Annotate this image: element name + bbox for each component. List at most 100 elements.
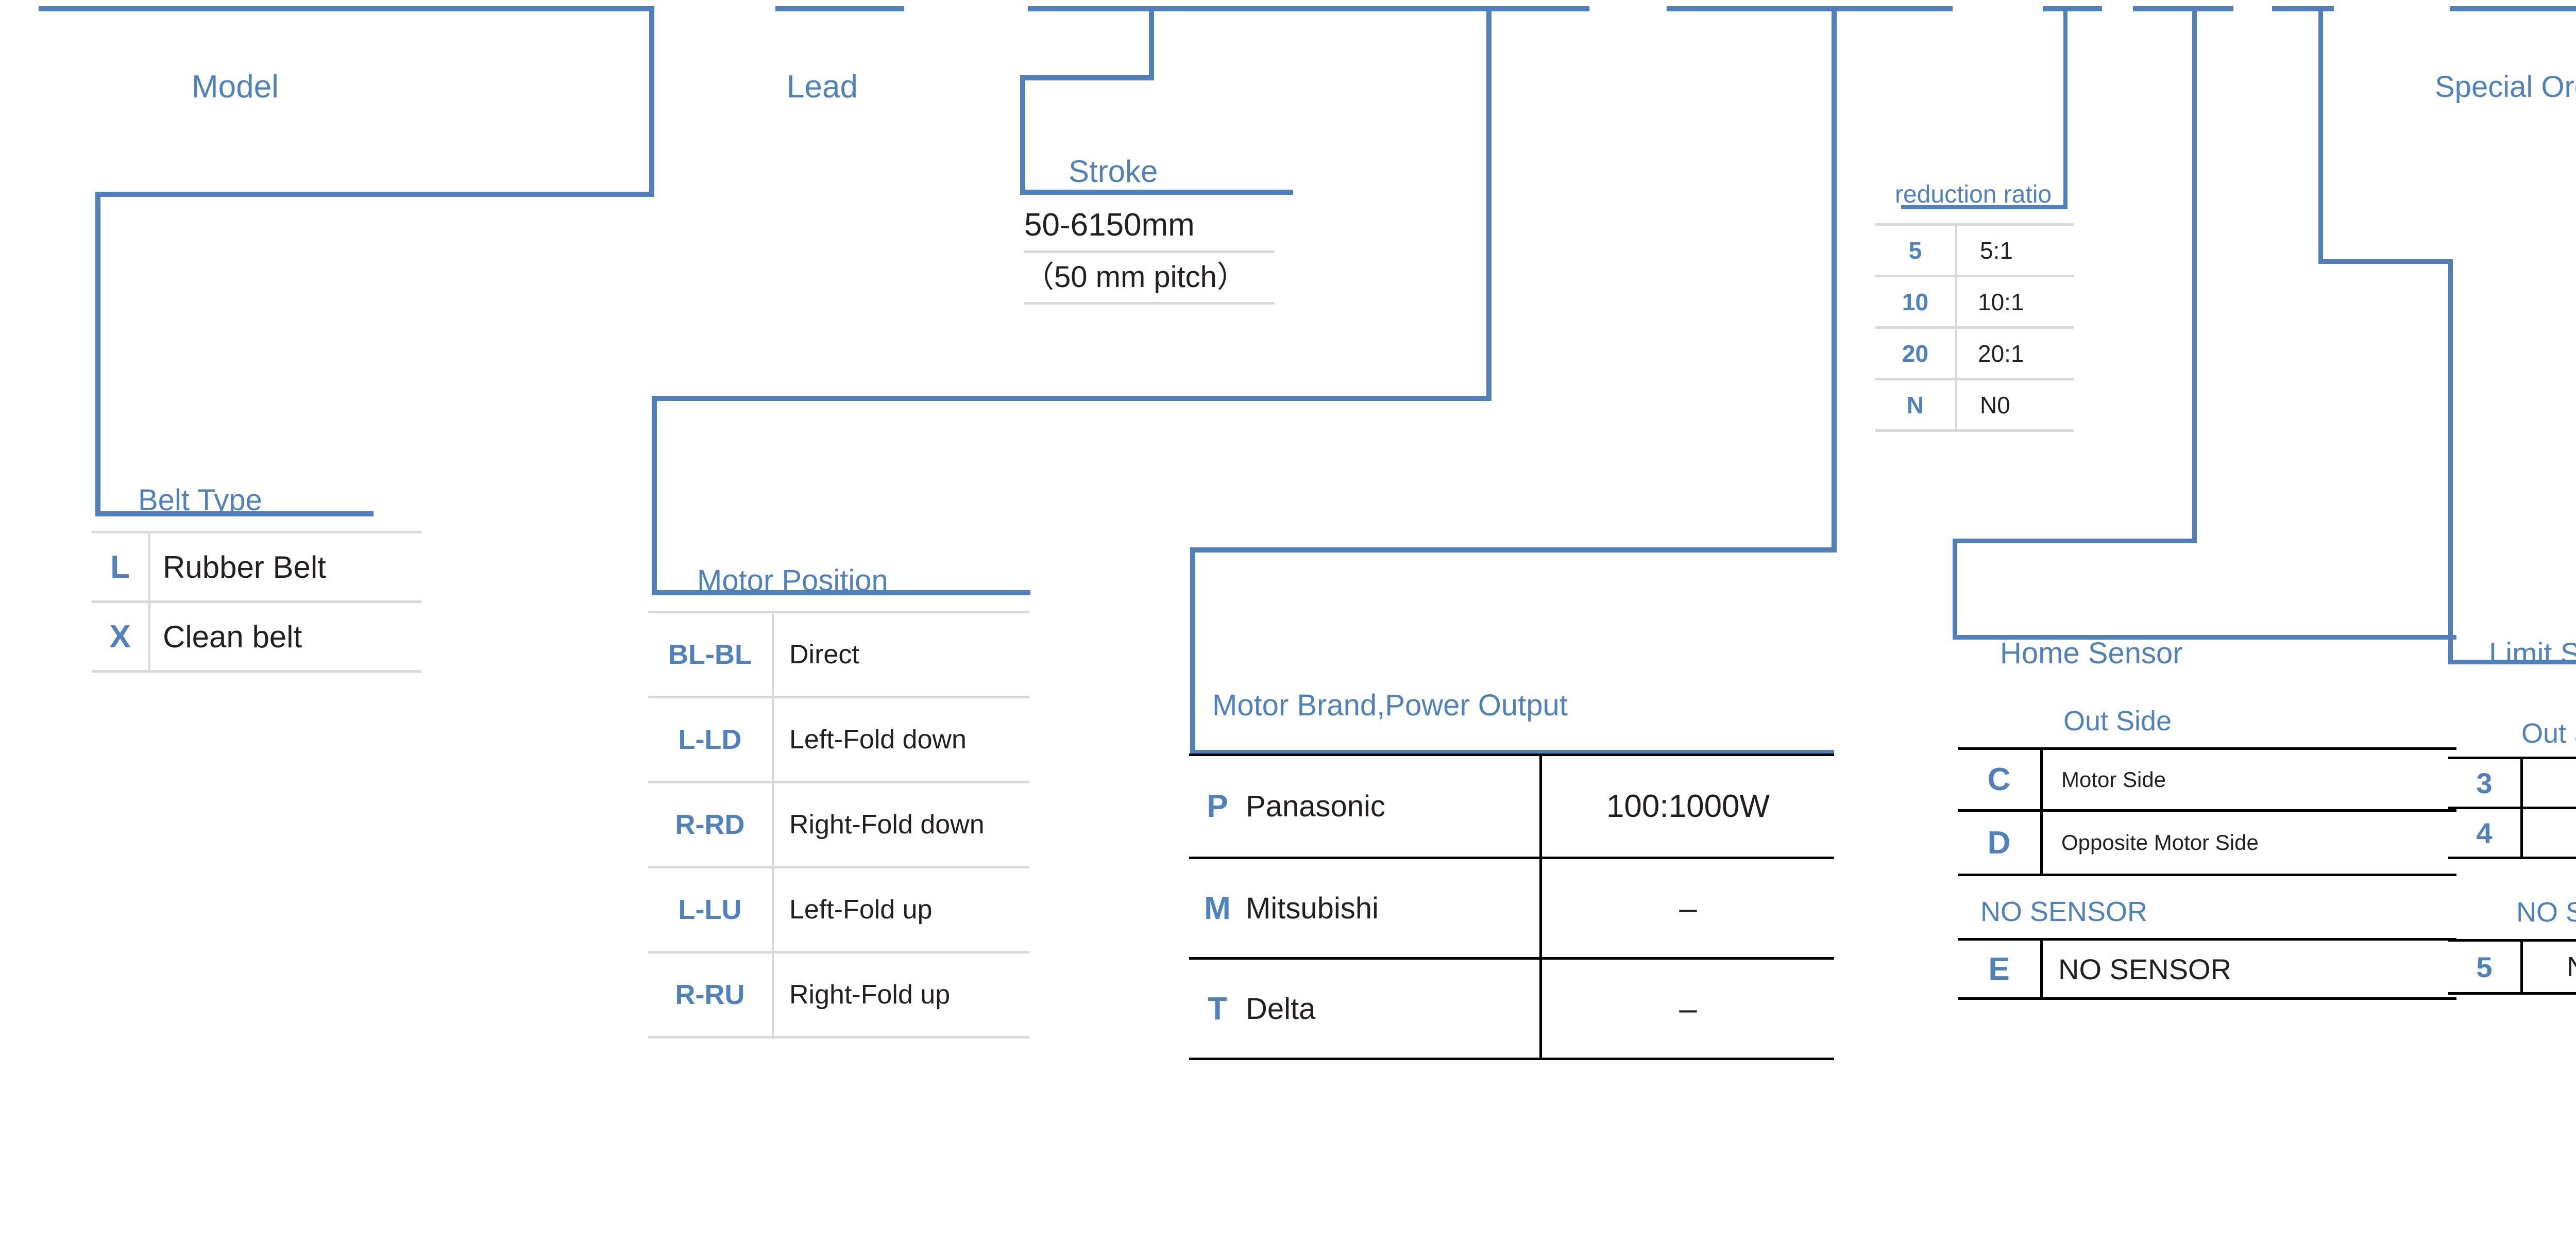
connector-motorpos-top-bar — [1386, 6, 1579, 11]
home-sensor-code: D — [1958, 810, 2043, 876]
motor-position-code: L-LU — [648, 867, 774, 953]
belt-type-table: L Rubber Belt X Clean belt — [92, 531, 421, 673]
connector-reduction-top-bar — [2043, 6, 2102, 11]
limit-sensor-code: 5 — [2448, 939, 2523, 995]
table-row[interactable]: R-RD Right-Fold down — [648, 782, 1029, 868]
motor-position-desc: Left-Fold down — [773, 697, 1029, 783]
motor-position-code: R-RD — [648, 782, 774, 868]
motor-position-desc: Direct — [773, 611, 1029, 698]
belt-type-code: L — [92, 531, 150, 603]
table-row[interactable]: R-RU Right-Fold up — [648, 952, 1029, 1039]
table-row[interactable]: 20 20:1 — [1875, 327, 2074, 380]
motor-position-desc: Right-Fold up — [773, 952, 1029, 1039]
table-row[interactable]: E NO SENSOR — [1958, 938, 2456, 1000]
table-row[interactable]: M Mitsubishi – — [1189, 858, 1834, 960]
connector-belt-type-underline — [95, 511, 374, 516]
section-caption-home-sensor: Home Sensor — [2000, 637, 2183, 670]
stroke-range: 50-6150mm — [1024, 204, 1274, 254]
reduction-ratio-value: 20:1 — [1956, 327, 2074, 380]
stroke-pitch: （50 mm pitch） — [1024, 253, 1274, 305]
connector-reduction-underline — [1901, 205, 2067, 209]
connector-limit-top-bar — [2272, 6, 2334, 11]
table-row[interactable]: 5 No SENSOR — [2448, 939, 2576, 995]
connector-brand-drop — [1190, 547, 1195, 754]
table-row[interactable]: X Clean belt — [92, 601, 421, 673]
motor-brand-code: M — [1189, 858, 1246, 960]
connector-limit-vertical — [2318, 6, 2323, 262]
connector-brand-underline — [1190, 750, 1834, 755]
limit-sensor-desc: 2pc — [2521, 808, 2576, 859]
connector-stroke-vertical — [1149, 6, 1154, 78]
section-caption-special-order: Special Order No. — [2435, 70, 2576, 104]
motor-brand-power-table: P Panasonic 100:1000W M Mitsubishi – T D… — [1189, 754, 1834, 1060]
limit-sensor-outside-table: 3 1pc 4 2pc — [2448, 757, 2576, 859]
limit-sensor-code: 4 — [2448, 808, 2523, 859]
reduction-ratio-code: N — [1875, 379, 1957, 432]
table-row[interactable]: 10 10:1 — [1875, 276, 2074, 329]
table-row[interactable]: L-LD Left-Fold down — [648, 697, 1029, 783]
section-caption-motor-brand-power: Motor Brand,Power Output — [1212, 689, 1568, 722]
connector-reduction-vertical — [2063, 6, 2067, 207]
limit-sensor-group-outside-label: Out Side — [2521, 718, 2576, 749]
belt-type-desc: Clean belt — [149, 601, 421, 673]
home-sensor-group-outside-label: Out Side — [2063, 706, 2172, 736]
connector-motorpos-drop — [652, 396, 657, 594]
home-sensor-group-nosensor-label: NO SENSOR — [1980, 896, 2148, 927]
connector-stroke-drop — [1020, 75, 1025, 194]
home-sensor-desc: NO SENSOR — [2041, 938, 2456, 1000]
motor-brand-code: P — [1189, 754, 1246, 859]
connector-motorpos-vertical — [1486, 6, 1492, 398]
table-row[interactable]: 5 5:1 — [1875, 223, 2074, 277]
section-caption-reduction-ratio: reduction ratio — [1895, 181, 2052, 208]
connector-home-drop — [1953, 539, 1957, 639]
table-row[interactable]: 3 1pc — [2448, 757, 2576, 809]
connector-brand-top-bar — [1667, 6, 1953, 11]
reduction-ratio-code: 5 — [1875, 223, 1957, 277]
connector-limit-horizontal — [2318, 259, 2453, 264]
connector-stroke-underline — [1020, 190, 1293, 195]
home-sensor-desc: Opposite Motor Side — [2041, 810, 2456, 876]
table-row[interactable]: D Opposite Motor Side — [1958, 810, 2456, 876]
connector-brand-horizontal — [1190, 547, 1837, 552]
motor-power-output: – — [1540, 958, 1834, 1060]
connector-limit-drop — [2448, 259, 2453, 664]
table-row[interactable]: L-LU Left-Fold up — [648, 867, 1029, 953]
motor-position-table: BL-BL Direct L-LD Left-Fold down R-RD Ri… — [648, 611, 1029, 1039]
reduction-ratio-value: N0 — [1956, 379, 2074, 432]
connector-model-top-bar — [39, 6, 654, 11]
connector-stroke-horizontal — [1020, 75, 1154, 80]
home-sensor-code: C — [1958, 747, 2043, 812]
home-sensor-desc: Motor Side — [2041, 747, 2456, 812]
table-row[interactable]: P Panasonic 100:1000W — [1189, 754, 1834, 859]
section-caption-limit-sensor: Limit Sensor — [2489, 637, 2576, 671]
reduction-ratio-table: 5 5:1 10 10:1 20 20:1 N N0 — [1875, 223, 2074, 432]
table-row[interactable]: C Motor Side — [1958, 747, 2456, 812]
section-caption-lead: Lead — [787, 69, 858, 105]
connector-motorpos-underline — [652, 590, 1030, 595]
belt-type-code: X — [92, 601, 150, 673]
belt-type-desc: Rubber Belt — [149, 531, 421, 603]
connector-home-vertical — [2192, 6, 2197, 542]
table-row[interactable]: BL-BL Direct — [648, 611, 1029, 698]
motor-position-code: L-LD — [648, 697, 774, 783]
connector-stroke-top-bar — [1028, 6, 1589, 11]
connector-home-top-bar — [2133, 6, 2233, 11]
motor-brand-code: T — [1189, 958, 1246, 1060]
reduction-ratio-value: 10:1 — [1956, 276, 2074, 329]
home-sensor-code: E — [1958, 938, 2043, 1000]
limit-sensor-desc: No SENSOR — [2521, 939, 2576, 995]
table-row[interactable]: 4 2pc — [2448, 808, 2576, 859]
connector-motorpos-horizontal — [652, 396, 1492, 401]
motor-position-desc: Left-Fold up — [773, 867, 1029, 953]
section-caption-model: Model — [192, 69, 279, 105]
table-row[interactable]: N N0 — [1875, 379, 2074, 432]
connector-brand-vertical — [1832, 6, 1837, 550]
connector-home-horizontal — [1953, 539, 2197, 543]
table-row[interactable]: T Delta – — [1189, 958, 1834, 1060]
connector-limit-underline — [2448, 660, 2576, 664]
limit-sensor-desc: 1pc — [2521, 757, 2576, 809]
motor-power-output: 100:1000W — [1540, 754, 1834, 859]
table-row[interactable]: L Rubber Belt — [92, 531, 421, 603]
section-caption-motor-position: Motor Position — [697, 564, 888, 597]
